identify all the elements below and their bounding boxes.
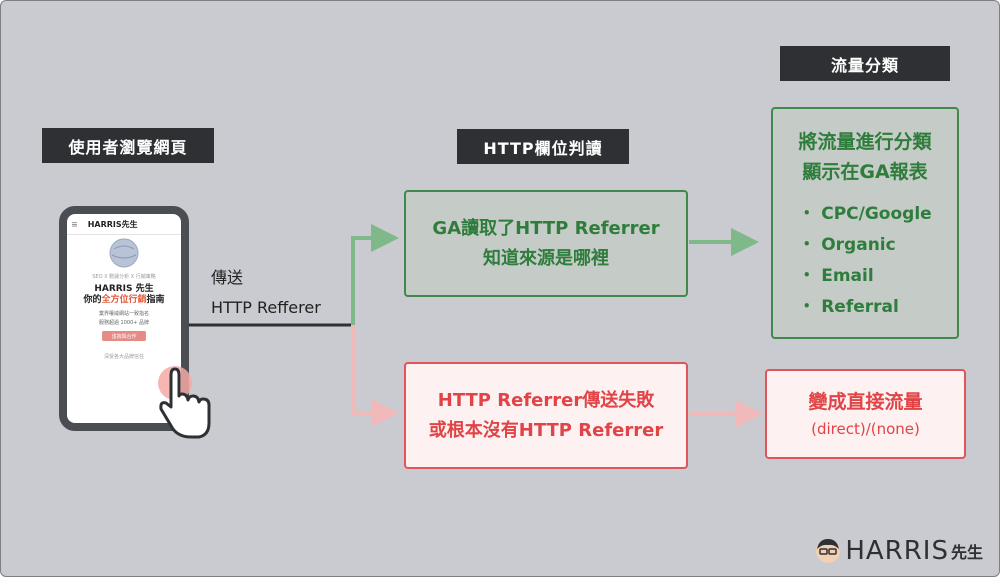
success-box-line2: 知道來源是哪裡 <box>483 247 609 269</box>
success-arrowhead <box>371 224 399 252</box>
send-label-line1: 傳送 <box>211 268 244 287</box>
phone-mockup: ≡ HARRIS先生 SEO X 數據分析 X 行銷策略 HARRIS 先生 你… <box>59 206 189 431</box>
success-branch <box>351 236 373 325</box>
phone-desc-2: 服務超過 1000+ 品牌 <box>98 320 150 326</box>
classify-arrowhead <box>731 228 759 256</box>
direct-box-line1: 變成直接流量 <box>808 391 923 413</box>
harris-logo: HARRIS 先生 <box>815 536 983 566</box>
success-box: GA讀取了HTTP Referrer 知道來源是哪裡 <box>404 190 688 297</box>
fail-box: HTTP Referrer傳送失敗 或根本沒有HTTP Referrer <box>404 362 688 469</box>
fail-box-line2: 或根本沒有HTTP Referrer <box>428 419 664 441</box>
phone-headline-2a: 你的 <box>83 295 102 305</box>
classify-list: ・ CPC/Google ・ Organic ・ Email ・ Referra… <box>798 193 931 323</box>
fail-box-line1: HTTP Referrer傳送失敗 <box>437 389 655 411</box>
label-traffic-classification: 流量分類 <box>780 46 950 81</box>
logo-suffix: 先生 <box>950 543 983 562</box>
phone-headline-2b: 全方位行銷 <box>101 295 147 305</box>
direct-box-line2: (direct)/(none) <box>811 420 920 438</box>
classify-item-organic: ・ Organic <box>798 235 896 255</box>
fail-arrowhead <box>371 399 399 427</box>
phone-tagline: SEO X 數據分析 X 行銷策略 <box>92 274 156 280</box>
classify-item-email: ・ Email <box>798 266 874 286</box>
classify-box: 將流量進行分類 顯示在GA報表 ・ CPC/Google ・ Organic ・… <box>771 107 959 339</box>
hand-pointer-icon <box>158 366 211 439</box>
phone-cta-button[interactable]: 諮詢與合作 <box>102 331 146 341</box>
avatar-icon <box>816 539 841 563</box>
menu-icon: ≡ <box>71 219 78 229</box>
phone-headline-2: 你的全方位行銷指南 <box>67 295 181 306</box>
send-label: 傳送 HTTP Refferer <box>211 264 321 317</box>
classify-box-line1: 將流量進行分類 <box>798 131 932 153</box>
phone-headline-1: HARRIS 先生 <box>94 284 154 294</box>
classify-item-cpc: ・ CPC/Google <box>798 204 932 224</box>
label-user-browsing: 使用者瀏覽網頁 <box>42 128 214 163</box>
phone-headline-2c: 指南 <box>146 295 165 305</box>
success-box-line1: GA讀取了HTTP Referrer <box>432 217 660 239</box>
phone-footer: 深受各大品牌信任 <box>103 354 144 360</box>
send-label-line2: HTTP Refferer <box>211 298 321 317</box>
fail-branch <box>351 325 373 415</box>
phone-desc-1: 業界權威網站一致指名 <box>98 311 149 317</box>
direct-box: 變成直接流量 (direct)/(none) <box>765 369 966 459</box>
phone-brand: HARRIS先生 <box>87 219 138 229</box>
logo-text: HARRIS <box>845 536 949 566</box>
classify-box-line2: 顯示在GA報表 <box>802 161 928 183</box>
phone-header: ≡ HARRIS先生 <box>67 214 181 235</box>
globe-icon <box>109 238 139 268</box>
direct-arrowhead <box>735 400 763 428</box>
label-http-field: HTTP欄位判讀 <box>457 129 629 164</box>
classify-item-referral: ・ Referral <box>798 297 899 317</box>
